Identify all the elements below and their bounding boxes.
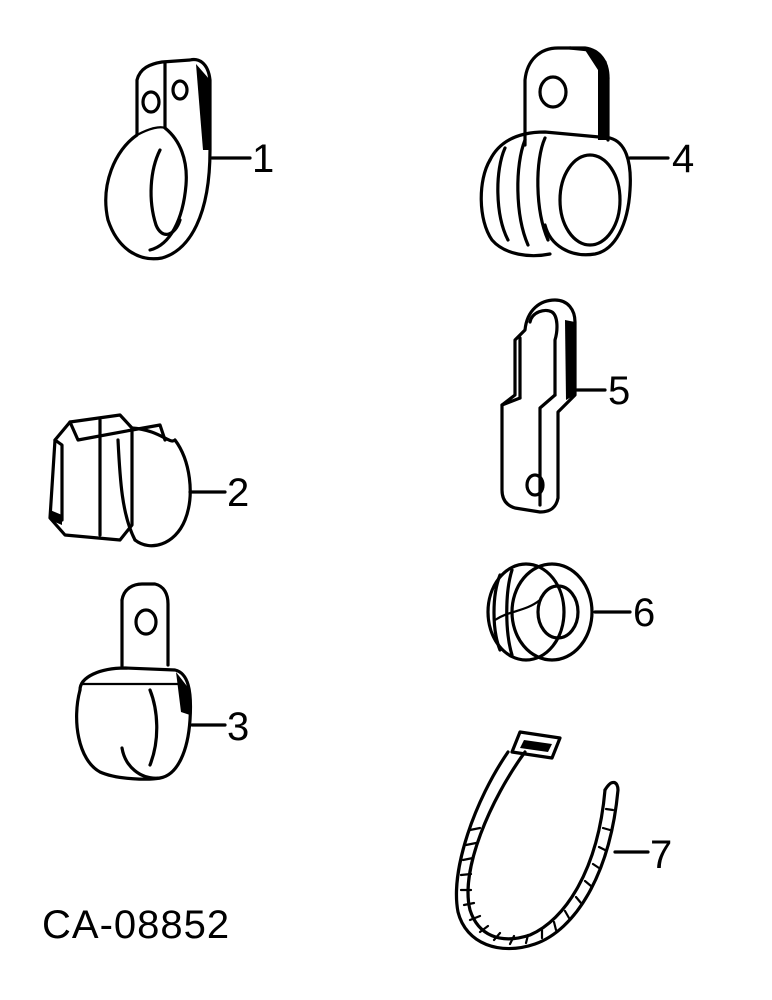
part-5-clip	[500, 298, 607, 514]
part-4-clamp	[479, 46, 670, 258]
callout-4: 4	[672, 137, 694, 181]
callout-1: 1	[252, 137, 274, 181]
part-1-clip	[104, 57, 252, 261]
callout-2: 2	[227, 471, 249, 515]
callout-7: 7	[650, 833, 672, 877]
callout-5: 5	[608, 369, 630, 413]
callout-6: 6	[633, 591, 655, 635]
callout-3: 3	[227, 705, 249, 749]
part-2-clip	[48, 413, 227, 548]
figure-code: CA-08852	[42, 903, 230, 947]
part-3-clip	[75, 582, 227, 781]
part-6-grommet	[486, 562, 632, 662]
part-7-cable-tie	[454, 730, 650, 951]
